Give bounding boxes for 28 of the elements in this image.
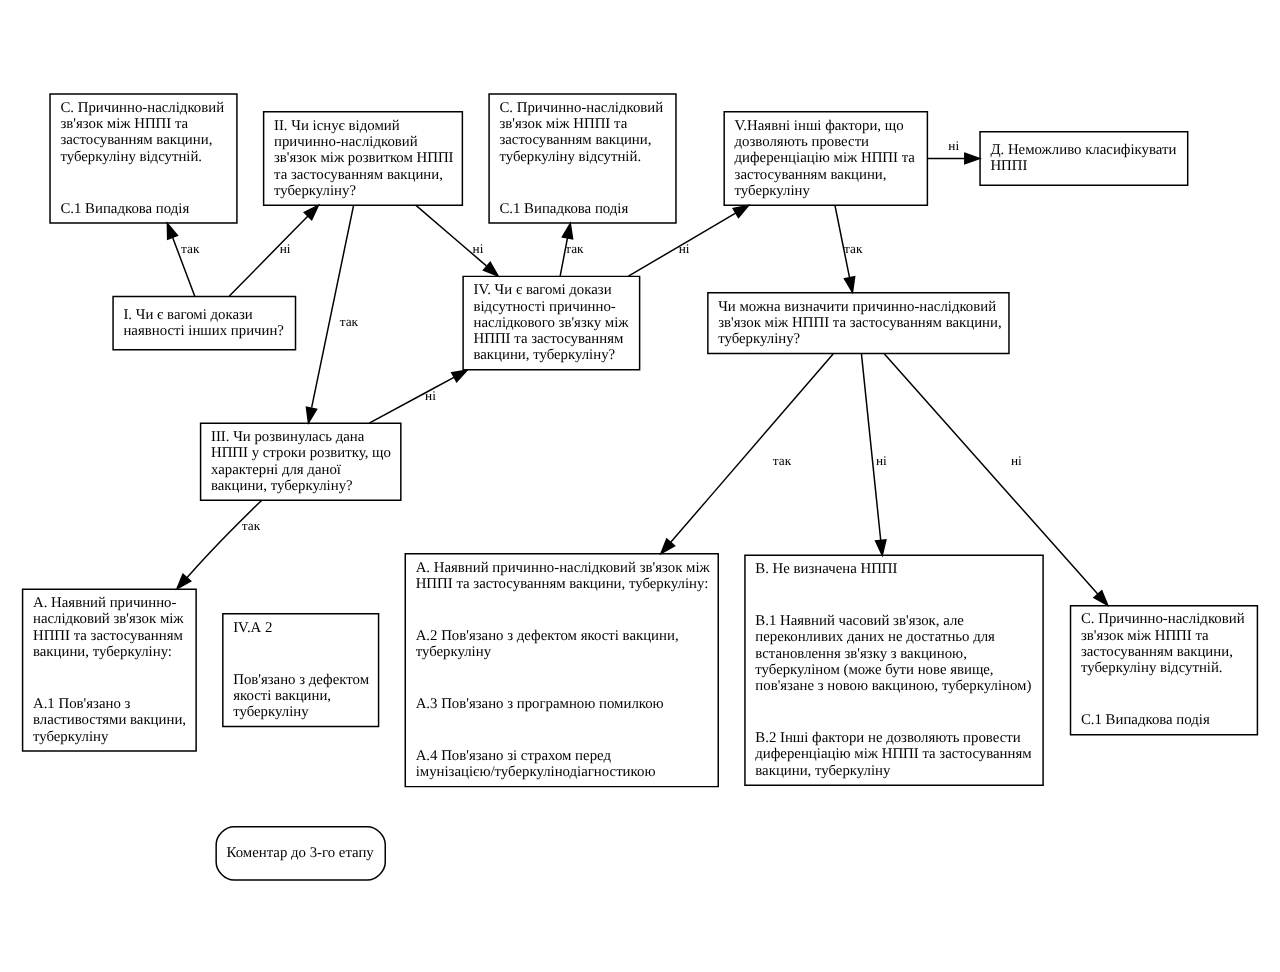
node-box: Д. Неможливо класифікувати НППІ	[979, 130, 1189, 185]
arrow	[927, 151, 982, 164]
node-box: А. Наявний причинно-наслідковий зв'язок між НППІ та застосуванням вакцини, туберкуліну: А.2 Пов'язано з дефектом якості вакцини, туберкуліну А.3 Пов'язано з програмною помилкою А.4 Пов'язано зі страхом перед імунізацією/туберкулінодіагностикою	[404, 552, 719, 787]
node-box: С. Причинно-наслідковий зв'язок між НППІ та застосуванням вакцини, туберкуліну відсутній. С.1 Випадкова подія	[49, 92, 238, 223]
arrow	[368, 368, 470, 423]
node-box: І. Чи є вагомі докази наявності інших причин?	[112, 294, 297, 350]
node-box: В. Не визначена НППІ В.1 Наявний часовий зв'язок, але переконливих даних не достатньо для встановлення зв'язку з вакциною, туберкуліном (може бути нове явище, пов'язане з новою вакциною, туберкуліном) В.2 Інші фактори не дозволяють провести диференціацію між НППІ та застосуванням вакцини, туберкуліну	[744, 553, 1044, 785]
arrow	[559, 220, 574, 277]
node-box: IV.А 2 Пов'язано з дефектом якості вакцини, туберкуліну	[222, 612, 380, 727]
arrow	[175, 498, 263, 590]
arrow	[228, 202, 320, 296]
arrow	[883, 352, 1110, 607]
node-box: Коментар до 3-го етапу	[215, 824, 386, 880]
arrow	[166, 220, 196, 296]
node-box: V.Наявні інші фактори, що дозволяють провести диференціацію між НППІ та застосуванням вакцини, туберкуліну	[723, 110, 929, 205]
node-box: А. Наявний причинно-наслідковий зв'язок між НППІ та застосуванням вакцини, туберкуліну: А.1 Пов'язано з властивостями вакцини, туберкуліну	[21, 587, 197, 751]
arrow	[860, 352, 887, 557]
node-box: ІІ. Чи існує відомий причинно-наслідковий зв'язок між розвитком НППІ та застосуванням вакцини, туберкуліну?	[262, 110, 464, 205]
arrow	[415, 203, 500, 277]
node-box: ІІІ. Чи розвинулась дана НППІ у строки розвитку, що характерні для даної вакцини, туберкуліну?	[199, 421, 402, 501]
arrow	[659, 352, 834, 555]
arrow	[627, 203, 751, 276]
node-box: С. Причинно-наслідковий зв'язок між НППІ та застосуванням вакцини, туберкуліну відсутній. С.1 Випадкова подія	[1069, 603, 1259, 735]
node-box: IV. Чи є вагомі докази відсутності причинно-наслідкового зв'язку між НППІ та застосуванням вакцини, туберкуліну?	[462, 274, 641, 370]
node-box: С. Причинно-наслідковий зв'язок між НППІ та застосуванням вакцини, туберкуліну відсутній. С.1 Випадкова подія	[488, 92, 677, 223]
node-box: Чи можна визначити причинно-наслідковий зв'язок між НППІ та застосуванням вакцини, туберкуліну?	[707, 290, 1010, 354]
arrow	[834, 203, 856, 294]
arrow	[305, 203, 355, 424]
